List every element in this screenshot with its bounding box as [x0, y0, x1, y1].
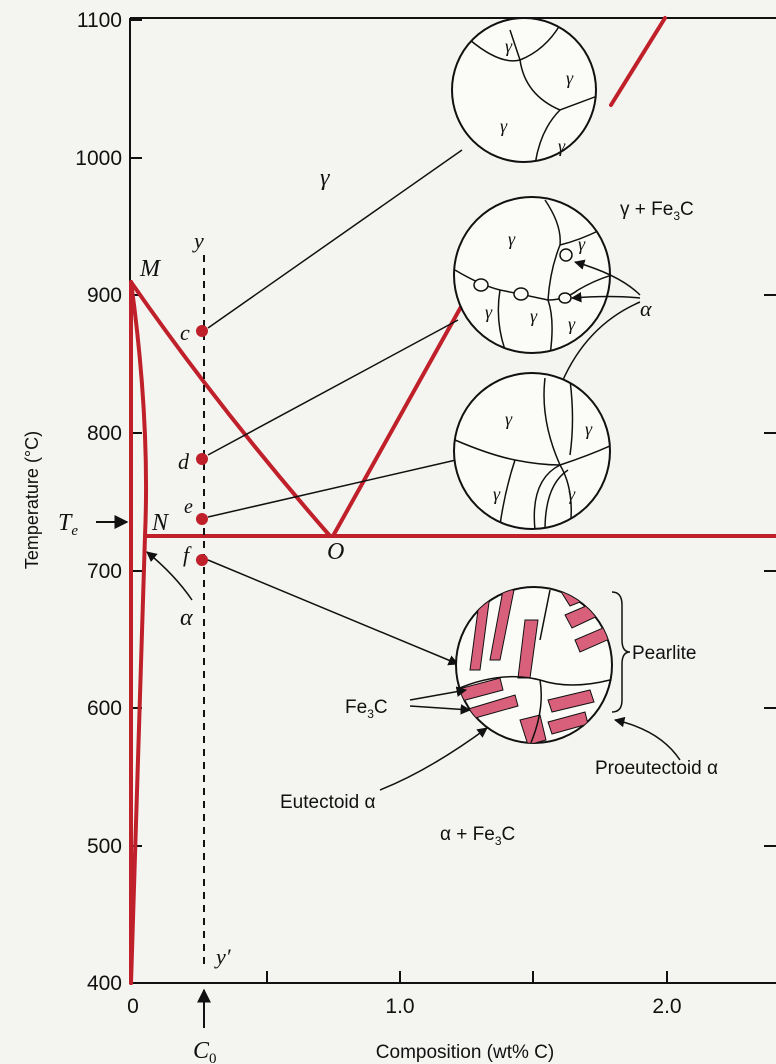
point-e-dot [196, 513, 208, 525]
micro-d-gamma-label: γ [578, 234, 586, 254]
alpha-right-label: α [640, 296, 652, 321]
point-c-dot [196, 325, 208, 337]
state-points [196, 325, 208, 566]
micro-d-gamma-label: γ [530, 306, 538, 326]
microstructure-f [455, 585, 614, 745]
micro-c-gamma-label: γ [558, 136, 566, 156]
pearlite-label: Pearlite [632, 643, 696, 664]
point-d-dot [196, 453, 208, 465]
micro-c-gamma-label: γ [566, 68, 574, 88]
point-e-label: e [184, 496, 193, 518]
x-tick-label: 1.0 [385, 995, 414, 1018]
micro-d-gamma-label: γ [508, 229, 516, 249]
micro-e-gamma-label: γ [493, 484, 501, 504]
y-tick-label: 600 [87, 697, 122, 720]
gamma-alpha-boundary-mo [131, 282, 330, 536]
proeutectoid-alpha-label: Proeutectoid α [595, 758, 718, 779]
c0-label: C0 [193, 1038, 217, 1064]
point-c-label: c [180, 320, 190, 345]
y-tick-label: 400 [87, 972, 122, 995]
gamma-region-label: γ [320, 165, 330, 191]
eutectoid-alpha-label: Eutectoid α [280, 792, 375, 813]
line-top-y-label: y [192, 228, 204, 253]
line-bottom-y-label: y′ [214, 944, 232, 969]
microstructure-c: γ γ γ γ [452, 18, 600, 165]
microstructure-e: γ γ γ γ [454, 373, 612, 530]
y-tick-label: 500 [87, 835, 122, 858]
micro-d-gamma-label: γ [568, 314, 576, 334]
micro-e-gamma-label: γ [505, 409, 513, 429]
y-tick-label: 900 [87, 284, 122, 307]
acm-line-upper [611, 18, 665, 105]
te-label: Te [58, 510, 78, 539]
micro-e-gamma-label: γ [585, 419, 593, 439]
y-tick-label: 1000 [75, 147, 122, 170]
fe3c-label: Fe3C [345, 697, 388, 721]
leader-lines [208, 150, 462, 664]
pearlite-brace [612, 592, 630, 712]
point-n-label: N [151, 510, 170, 536]
alpha-region-label: α [180, 605, 193, 631]
y-tick-label: 1100 [77, 9, 122, 32]
point-f-dot [196, 554, 208, 566]
gamma-fe3c-region-label: γ + Fe3C [620, 199, 694, 223]
alpha-solvus [131, 282, 146, 536]
alpha-solubility [131, 536, 145, 983]
proeutectoid-arrow [615, 720, 680, 760]
point-d-label: d [178, 449, 190, 474]
point-f-label: f [183, 542, 192, 567]
point-o-label: O [327, 539, 344, 565]
y-tick-label: 800 [87, 422, 122, 445]
acm-line [333, 305, 462, 536]
alpha-fe3c-region-label: α + Fe3C [440, 824, 515, 848]
micro-e-gamma-label: γ [568, 484, 576, 504]
microstructure-d: γ γ γ γ γ [454, 197, 612, 355]
micro-c-gamma-label: γ [505, 36, 513, 56]
x-axis-ticks [267, 971, 667, 983]
micro-c-gamma-label: γ [500, 116, 508, 136]
point-m-label: M [139, 256, 162, 282]
y-axis-title: Temperature (°C) [22, 431, 42, 569]
eutectoid-arrow [380, 728, 487, 790]
x-tick-label: 0 [127, 995, 139, 1018]
micro-d-gamma-label: γ [485, 302, 493, 322]
y-tick-label: 700 [87, 560, 122, 583]
x-axis-title: Composition (wt% C) [376, 1042, 554, 1063]
x-tick-label: 2.0 [652, 995, 681, 1018]
